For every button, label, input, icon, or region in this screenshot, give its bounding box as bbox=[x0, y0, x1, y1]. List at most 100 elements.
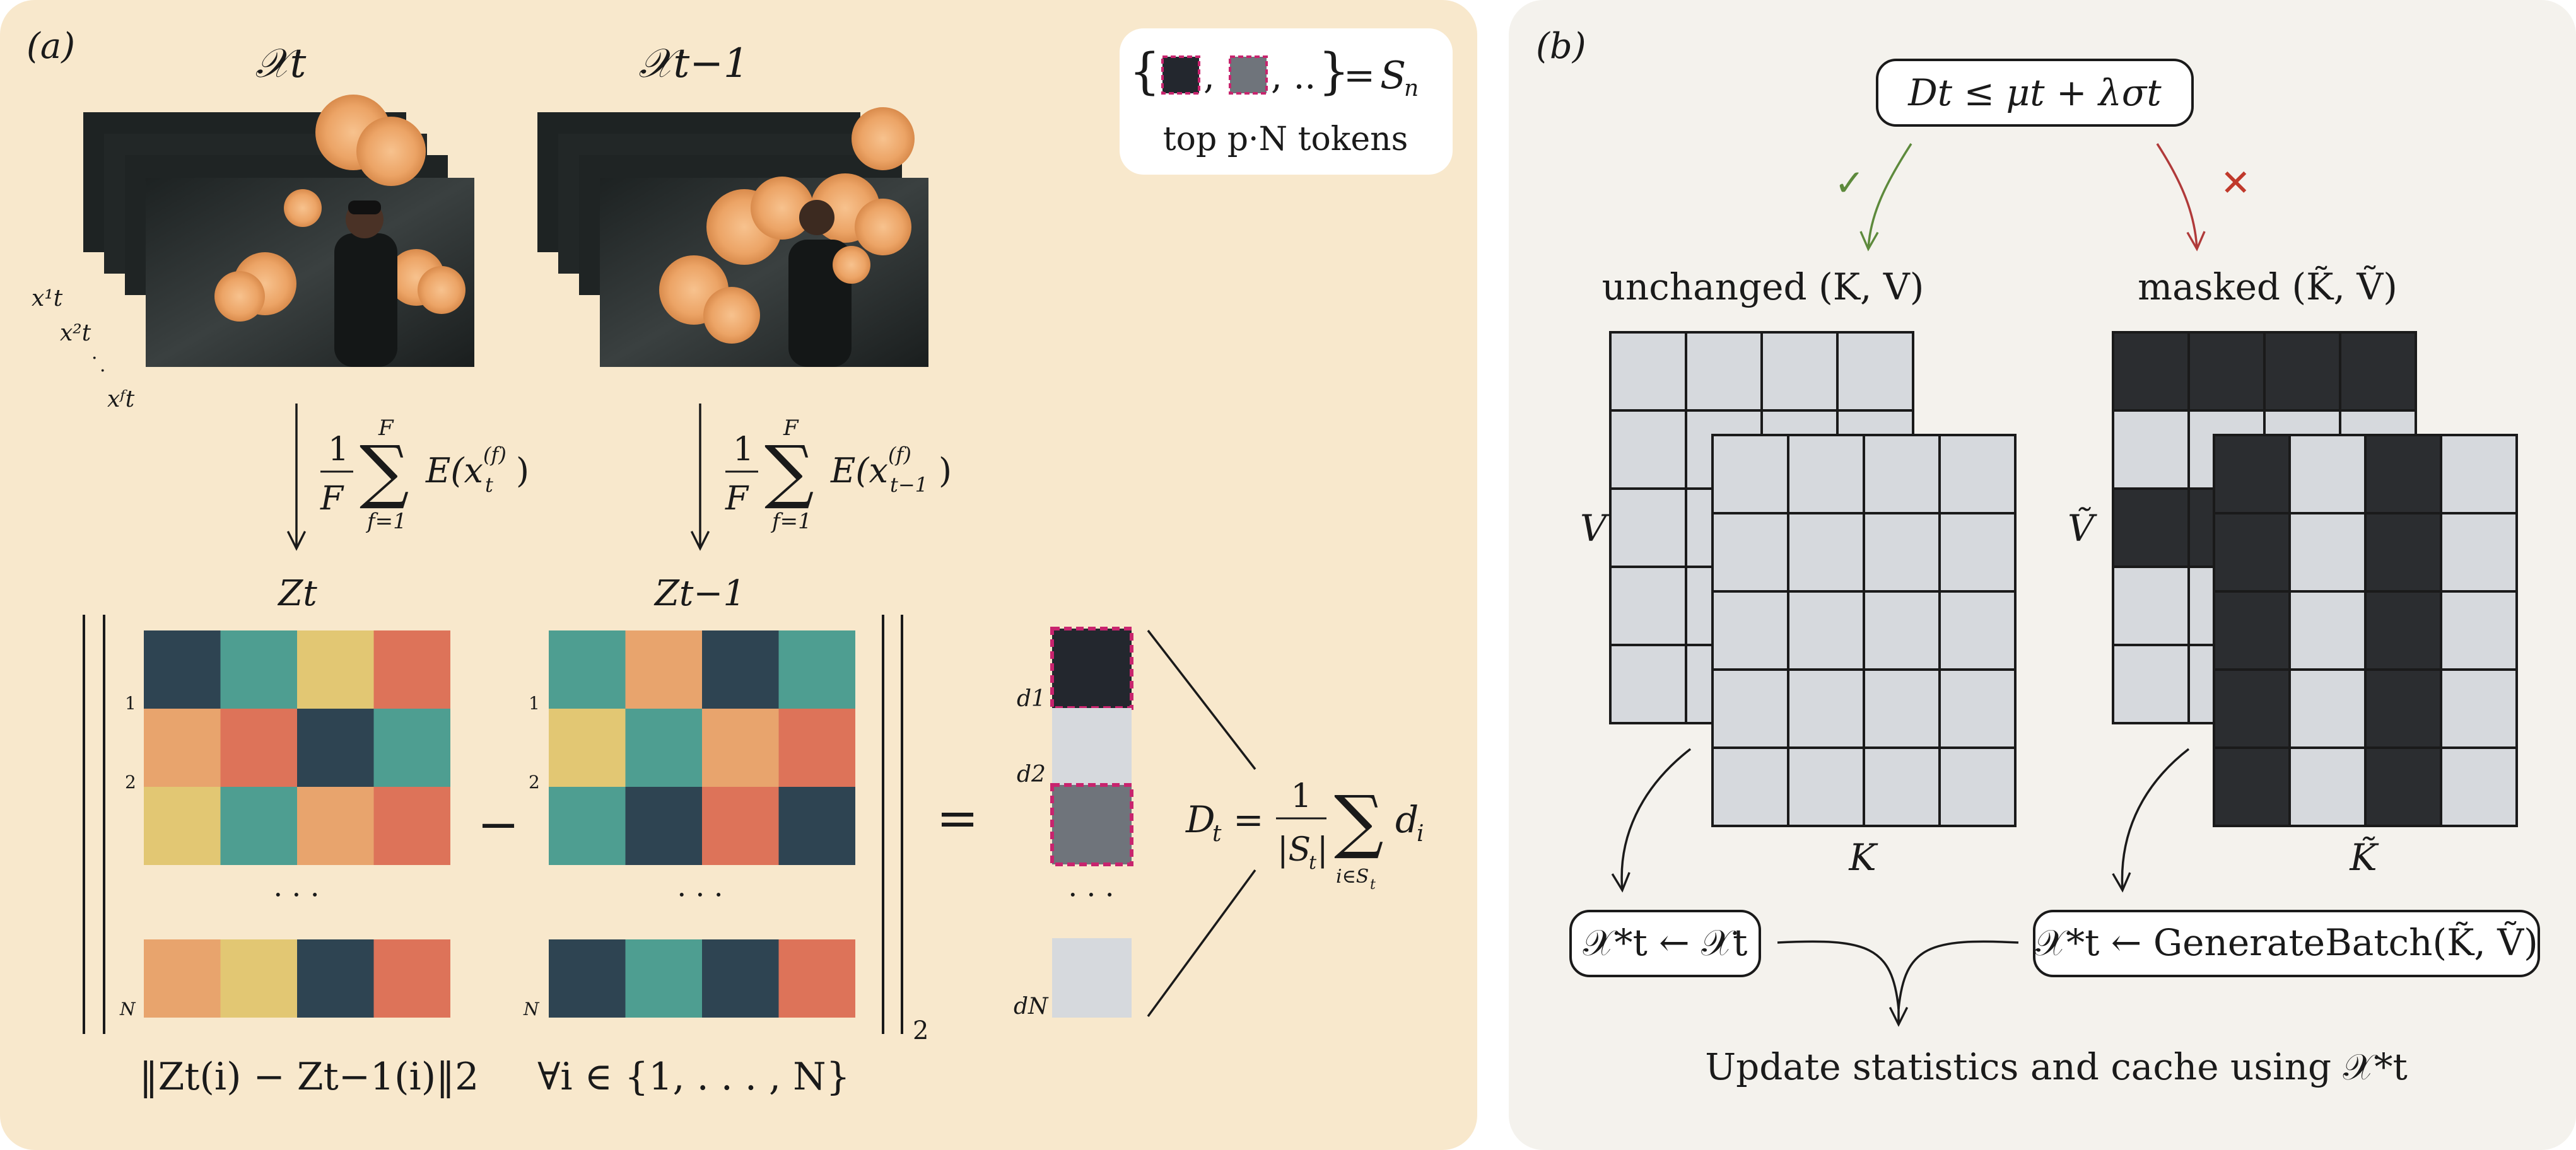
arrow-accept bbox=[1868, 143, 1912, 249]
cache-cell bbox=[2288, 434, 2367, 514]
svg-text:{: { bbox=[1129, 44, 1161, 100]
cache-cell bbox=[1760, 331, 1839, 412]
token-cell bbox=[702, 630, 779, 709]
svg-text:): ) bbox=[516, 451, 529, 491]
svg-text:t: t bbox=[1309, 852, 1317, 874]
cache-cell bbox=[2187, 331, 2266, 412]
check-icon: ✓ bbox=[1834, 161, 1865, 204]
token-cell bbox=[373, 709, 450, 787]
cache-cell bbox=[1938, 590, 2017, 671]
token-cell bbox=[373, 787, 450, 865]
svg-text:1: 1 bbox=[1291, 777, 1311, 815]
svg-text:F: F bbox=[725, 480, 749, 518]
token-cell bbox=[549, 709, 626, 787]
cache-cell bbox=[1609, 487, 1687, 568]
svg-text:): ) bbox=[939, 451, 952, 491]
token-cell bbox=[625, 787, 702, 865]
row-label-1-t: 1 bbox=[125, 693, 136, 714]
token-cell bbox=[702, 787, 779, 865]
frame-stack-t1 bbox=[537, 107, 928, 367]
token-cell bbox=[549, 787, 626, 865]
svg-text:i: i bbox=[1417, 821, 1424, 847]
token-cell bbox=[778, 939, 855, 1018]
norm-subscript: 2 bbox=[913, 1016, 928, 1045]
token-cell bbox=[702, 709, 779, 787]
cache-cell bbox=[1863, 668, 1941, 749]
row-label-n-t1: N bbox=[523, 999, 540, 1019]
cache-cell bbox=[2288, 512, 2367, 593]
row-label-2-t: 2 bbox=[125, 772, 136, 793]
d2-label: d2 bbox=[1017, 762, 1046, 787]
z-t-label: Zt bbox=[277, 573, 317, 614]
cache-cell bbox=[1863, 434, 1941, 514]
token-cell bbox=[778, 630, 855, 709]
frames-t-title: 𝒳t bbox=[255, 40, 307, 87]
smoke-photo-t1 bbox=[659, 107, 915, 367]
svg-text:i∈S: i∈S bbox=[1336, 866, 1369, 888]
token-cell bbox=[625, 939, 702, 1018]
cache-cell bbox=[2288, 746, 2367, 827]
svg-text:t: t bbox=[1212, 821, 1222, 847]
cache-cell bbox=[2213, 668, 2291, 749]
token-cell bbox=[144, 939, 221, 1018]
frame-label-f: xᶠt bbox=[107, 386, 135, 412]
k-tilde-label: K̃ bbox=[2349, 835, 2379, 879]
arrow-to-result-right bbox=[2122, 748, 2190, 890]
cache-cell bbox=[1938, 512, 2017, 593]
grid-z-t bbox=[144, 630, 450, 1018]
merge-line-right bbox=[1897, 940, 2019, 1009]
svg-text:1: 1 bbox=[328, 431, 349, 468]
v-tilde-label: Ṽ bbox=[2068, 507, 2097, 550]
cache-cell bbox=[2440, 512, 2518, 593]
token-cell bbox=[702, 939, 779, 1018]
frame-label-2: x²t bbox=[60, 320, 91, 346]
svg-text:(f): (f) bbox=[483, 443, 506, 467]
k-label: K bbox=[1848, 836, 1878, 879]
smoke-photo-t bbox=[214, 95, 465, 367]
svg-text:F: F bbox=[783, 415, 799, 441]
cache-cell bbox=[2112, 487, 2190, 568]
svg-text:t−1: t−1 bbox=[890, 473, 928, 497]
cache-cell bbox=[1787, 434, 1865, 514]
svg-text:=: = bbox=[1344, 54, 1375, 98]
cache-cell bbox=[2364, 590, 2442, 671]
grid-k-tilde bbox=[2213, 434, 2518, 827]
arrow-reject bbox=[2156, 143, 2197, 249]
cache-cell bbox=[2112, 409, 2190, 490]
token-cell bbox=[220, 787, 297, 865]
token-cell bbox=[144, 630, 221, 709]
d3-cell bbox=[1050, 783, 1133, 866]
z-t1-label: Zt−1 bbox=[653, 573, 746, 614]
svg-text:t: t bbox=[485, 473, 493, 497]
svg-text:∑: ∑ bbox=[360, 431, 409, 511]
cache-cell bbox=[1609, 331, 1687, 412]
cache-cell bbox=[1711, 512, 1789, 593]
svg-text:d: d bbox=[1395, 798, 1419, 841]
cache-cell bbox=[2364, 746, 2442, 827]
frame-stack-t bbox=[83, 95, 474, 367]
panel-b-label: (b) bbox=[1536, 26, 1586, 67]
token-cell bbox=[625, 709, 702, 787]
minus-sign: − bbox=[477, 795, 519, 854]
distance-vector bbox=[1050, 627, 1133, 1018]
token-cell bbox=[144, 787, 221, 865]
svg-text:f=1: f=1 bbox=[770, 509, 812, 534]
svg-text:|: | bbox=[1317, 831, 1328, 869]
dn-cell bbox=[1052, 938, 1132, 1018]
svg-text:|S: |S bbox=[1277, 831, 1311, 869]
svg-text:,: , bbox=[1203, 56, 1215, 97]
legend-box bbox=[1120, 28, 1453, 175]
d-formula: D t = 1 |S t | ∑ i∈S t d i bbox=[1185, 777, 1424, 893]
bottom-formula-norm: ‖Zt(i) − Zt−1(i)‖2 bbox=[139, 1055, 479, 1099]
cache-cell bbox=[2288, 668, 2367, 749]
d1-label: d1 bbox=[1017, 686, 1046, 712]
frame-label-1: x¹t bbox=[32, 286, 63, 311]
legend-set: { , , .. } = S n bbox=[1129, 44, 1419, 102]
cache-cell bbox=[2288, 590, 2367, 671]
token-cell bbox=[144, 709, 221, 787]
legend-caption: top p·N tokens bbox=[1163, 120, 1408, 158]
token-cell bbox=[297, 787, 374, 865]
cache-cell bbox=[1609, 644, 1687, 724]
arrow-to-result-left bbox=[1622, 748, 1692, 890]
